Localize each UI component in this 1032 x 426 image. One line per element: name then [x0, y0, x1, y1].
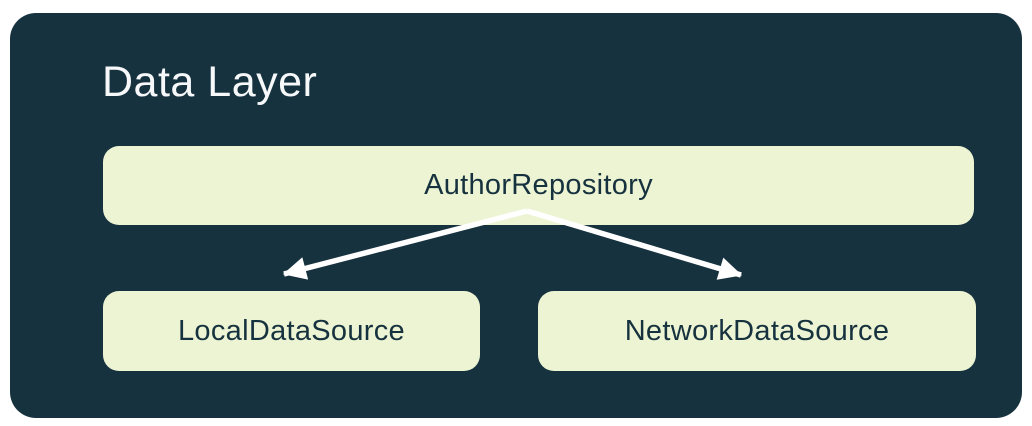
diagram-title: Data Layer [102, 58, 318, 106]
node-author-repository-label: AuthorRepository [424, 169, 653, 201]
node-network-data-source-label: NetworkDataSource [624, 314, 890, 347]
data-layer-container: Data Layer AuthorRepository LocalDataSou… [10, 13, 1022, 418]
node-local-data-source: LocalDataSource [103, 291, 480, 371]
node-local-data-source-label: LocalDataSource [178, 314, 405, 347]
node-author-repository: AuthorRepository [103, 146, 974, 225]
node-network-data-source: NetworkDataSource [538, 291, 976, 371]
